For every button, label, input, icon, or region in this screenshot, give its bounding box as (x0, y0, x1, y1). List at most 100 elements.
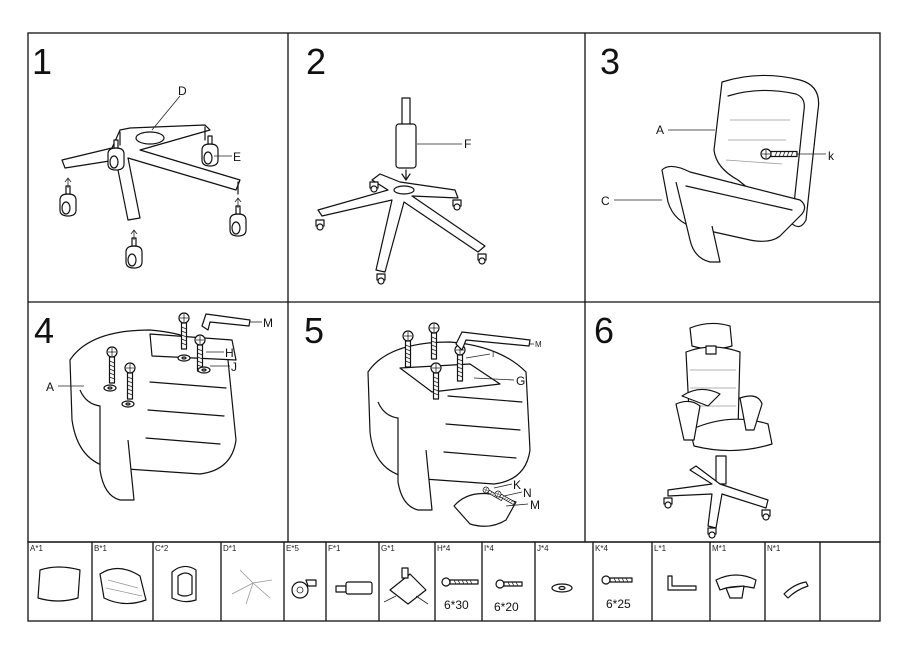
gas-lift-icon (335, 581, 373, 595)
part-label: K*4 (595, 544, 608, 553)
part-label: J*4 (537, 544, 549, 553)
part-label: L*1 (654, 544, 667, 553)
label-f: F (464, 137, 471, 151)
label-k: k (828, 149, 835, 163)
part-b-cell: B*1 (94, 544, 147, 605)
label-d: D (178, 84, 187, 98)
label-m-bottom: M (530, 498, 540, 512)
armrest-icon (715, 574, 757, 599)
part-label: B*1 (94, 544, 107, 553)
step-5-panel: 5 M I G K N M (304, 310, 542, 527)
step-4-panel: 4 M H J A (34, 310, 273, 501)
label-h: H (225, 346, 234, 360)
hex-key-icon (455, 331, 531, 351)
part-c-cell: C*2 (155, 544, 197, 603)
step-2-panel: 2 F (306, 41, 487, 285)
caster-wheel-icon (663, 497, 673, 509)
caster-wheel-icon (707, 527, 717, 539)
part-d-cell: D*1 (223, 544, 273, 605)
armrest-pad-icon (783, 581, 809, 599)
hex-key-icon (201, 313, 251, 331)
seat-mesh-icon (99, 567, 147, 605)
parts-dividers (91, 542, 821, 621)
part-j-cell: J*4 (537, 544, 573, 593)
part-a-cell: A*1 (30, 544, 81, 602)
part-m-cell: M*1 (712, 544, 757, 599)
caster-wheel-icon (376, 273, 386, 285)
bolt-icon (495, 579, 523, 589)
part-label: C*2 (155, 544, 169, 553)
grid-frame (27, 32, 881, 622)
part-label: D*1 (223, 544, 237, 553)
caster-wheel-icon (229, 205, 247, 237)
part-label: A*1 (30, 544, 43, 553)
step-number: 5 (304, 310, 324, 351)
part-spec: 6*20 (494, 600, 519, 614)
step-number: 3 (600, 41, 620, 82)
label-a: A (46, 380, 54, 394)
step-number: 4 (34, 310, 54, 351)
step-number: 6 (594, 310, 614, 351)
caster-wheel-icon (761, 509, 771, 521)
chair-assembly-illustration (69, 329, 237, 501)
bolt-icon (601, 575, 633, 585)
armrest-illustration (453, 493, 517, 527)
part-e-cell: E*5 (286, 544, 317, 599)
step-number: 1 (32, 41, 52, 82)
part-n-cell: N*1 (767, 544, 809, 599)
part-label: I*4 (484, 544, 494, 553)
bolt-icon (441, 577, 479, 587)
part-k-cell: K*4 6*25 (595, 544, 633, 611)
part-i-cell: I*4 6*20 (484, 544, 523, 614)
label-g: G (516, 374, 525, 388)
caster-wheel-icon (201, 135, 219, 167)
label-e: E (233, 150, 241, 164)
step-1-panel: 1 D E (32, 41, 247, 269)
star-base-illustration (61, 124, 241, 221)
label-m: M (263, 316, 273, 330)
part-label: H*4 (437, 544, 451, 553)
star-base-icon (231, 569, 273, 605)
hex-key-icon (667, 575, 697, 591)
part-label: M*1 (712, 544, 727, 553)
part-label: G*1 (381, 544, 395, 553)
part-f-cell: F*1 (328, 544, 373, 595)
label-a: A (656, 123, 664, 137)
washer-icon (551, 583, 573, 593)
part-g-cell: G*1 (381, 544, 429, 605)
assembled-chair-illustration (667, 322, 773, 529)
part-label: N*1 (767, 544, 781, 553)
part-h-cell: H*4 6*30 (437, 544, 479, 612)
label-j: J (231, 360, 237, 374)
step-3-panel: 3 k A C (600, 41, 835, 263)
caster-wheel-icon (452, 199, 462, 211)
parts-list: A*1 B*1 C*2 D*1 E*5 F*1 (30, 542, 821, 621)
part-label: E*5 (286, 544, 299, 553)
seat-frame-illustration (661, 165, 806, 263)
washer-icon (197, 366, 211, 374)
label-n: N (523, 486, 532, 500)
caster-wheel-icon (125, 237, 143, 269)
part-l-cell: L*1 (654, 544, 697, 591)
backrest-mesh-icon (37, 566, 81, 602)
washer-icon (103, 384, 117, 392)
caster-wheel-icon (315, 219, 325, 231)
caster-wheel-icon (59, 185, 77, 217)
part-spec: 6*25 (606, 597, 631, 611)
caster-wheel-icon (369, 181, 379, 193)
label-m-top: M (535, 340, 542, 349)
insert-arrows (64, 177, 242, 240)
washer-icon (121, 400, 135, 408)
washer-icon (177, 354, 191, 362)
caster-wheel-icon (477, 253, 487, 265)
part-spec: 6*30 (444, 598, 469, 612)
step-number: 2 (306, 41, 326, 82)
mechanism-plate-icon (383, 567, 429, 605)
label-k: K (513, 478, 521, 492)
gas-lift-illustration (395, 97, 417, 181)
part-label: F*1 (328, 544, 341, 553)
step-6-panel: 6 (594, 310, 773, 539)
label-c: C (601, 194, 610, 208)
label-i: I (492, 350, 494, 359)
